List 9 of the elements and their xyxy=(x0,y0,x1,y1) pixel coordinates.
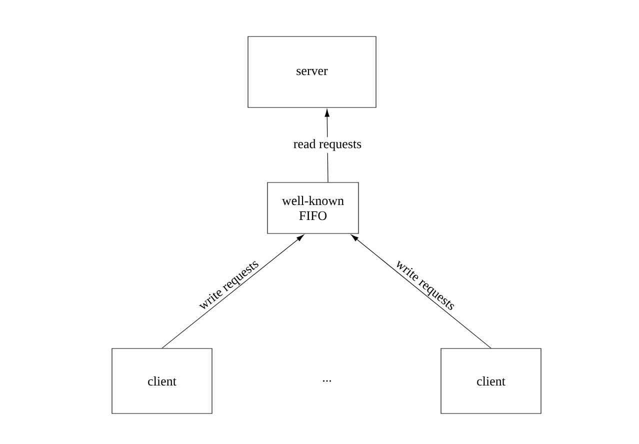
arrow xyxy=(324,109,330,182)
edge-label: read requests xyxy=(291,137,364,153)
process-box: server xyxy=(248,36,376,108)
arrow xyxy=(350,234,492,348)
ellipsis-label: ... xyxy=(323,380,332,382)
process-box: well-known FIFO xyxy=(267,182,359,234)
arrow xyxy=(162,234,304,348)
process-box: client xyxy=(440,348,542,414)
process-box: client xyxy=(112,348,212,414)
